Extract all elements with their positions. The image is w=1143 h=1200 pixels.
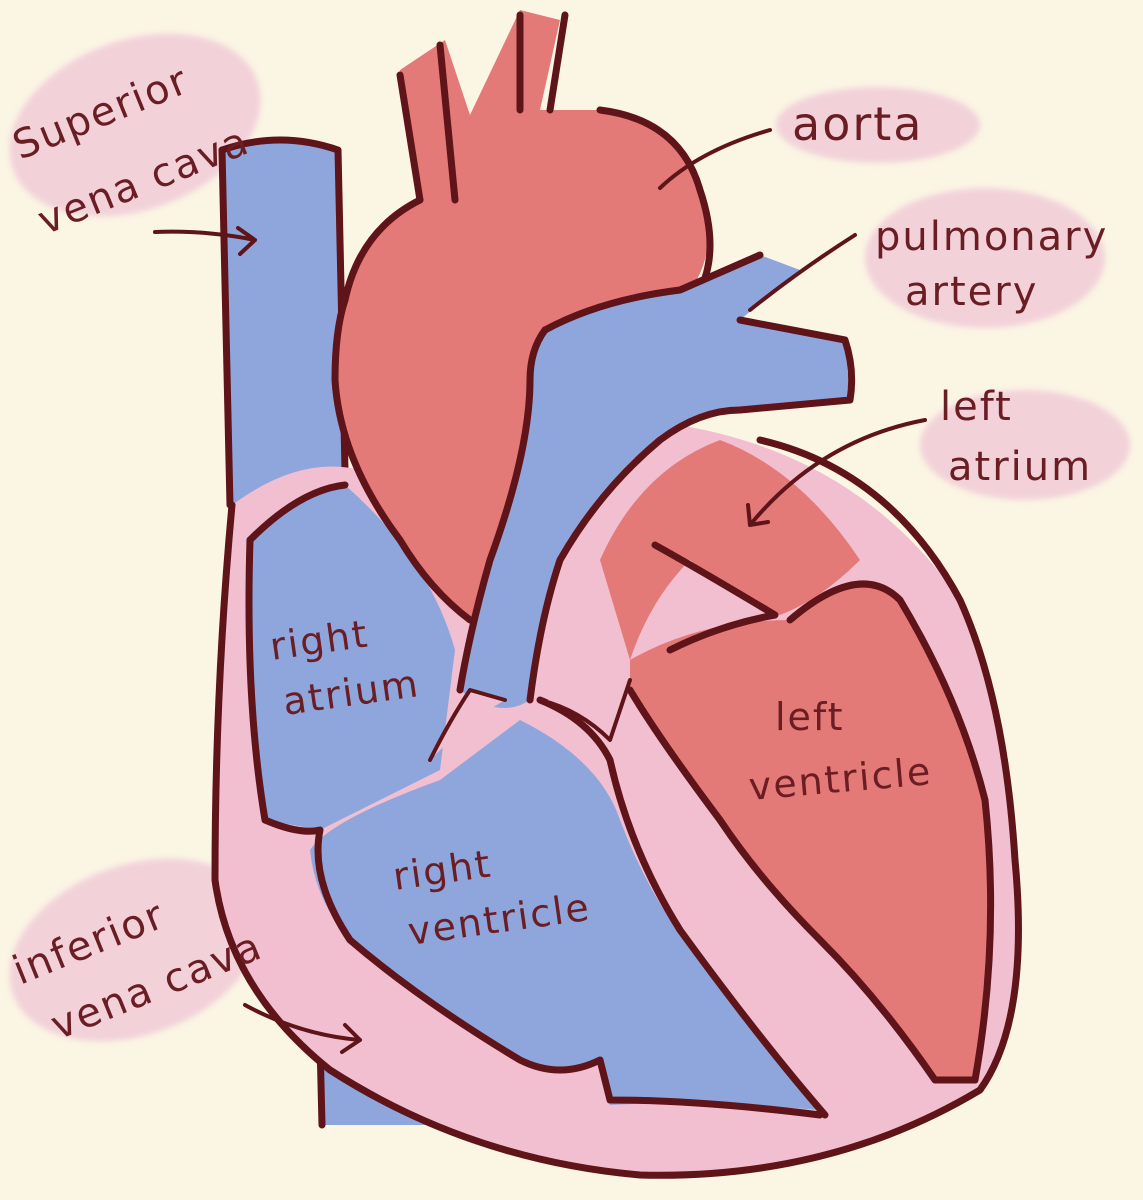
aorta-label: aorta <box>792 97 923 151</box>
left-atrium-label-line2: atrium <box>948 444 1092 490</box>
pulmonary-artery-label-line2: artery <box>905 269 1038 315</box>
superior-vena-cava <box>222 140 345 505</box>
pulmonary-artery-label-line1: pulmonary <box>875 214 1108 260</box>
left-ventricle-label-line1: left <box>775 695 845 739</box>
left-atrium-label-line1: left <box>940 384 1013 430</box>
